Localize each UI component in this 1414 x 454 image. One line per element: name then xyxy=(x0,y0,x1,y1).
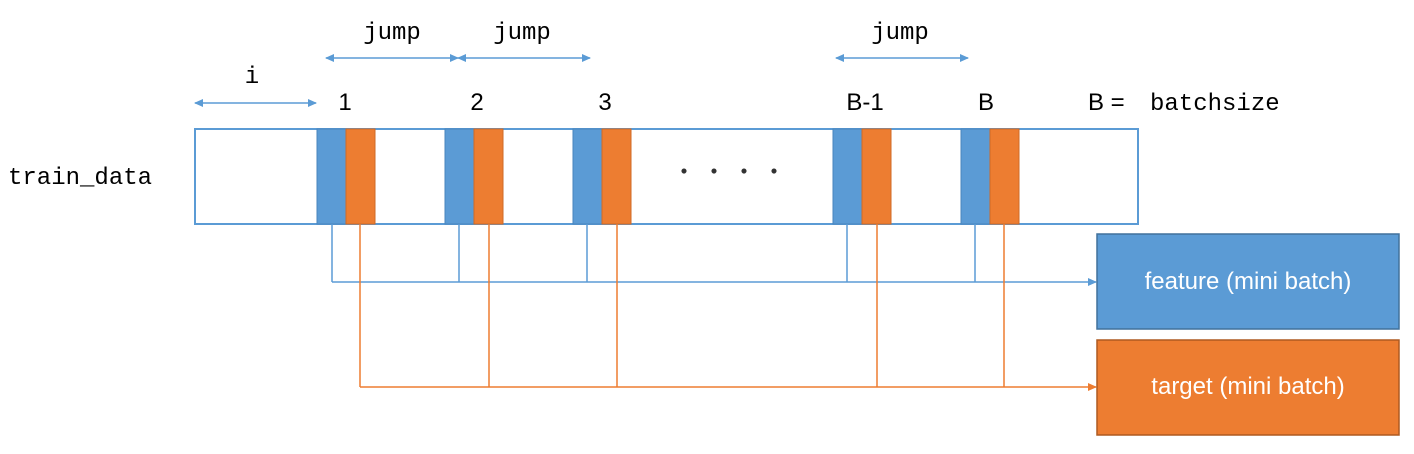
batch-index-b: B xyxy=(978,89,994,116)
batchsize-lhs: B = xyxy=(1088,89,1125,116)
offset-i-label: i xyxy=(245,64,259,91)
target-block-b xyxy=(989,128,1020,225)
feature-block-1 xyxy=(316,128,347,225)
feature-block-b xyxy=(960,128,991,225)
jump-label-1: jump xyxy=(363,20,421,47)
feature-block-3 xyxy=(572,128,603,225)
batchsize-rhs: batchsize xyxy=(1150,91,1280,118)
target-connectors xyxy=(359,224,1097,391)
feature-connectors xyxy=(331,224,1097,286)
batch-blocks xyxy=(316,128,1020,225)
target-block-3 xyxy=(601,128,632,225)
span-arrows xyxy=(194,54,969,107)
target-block-b-1 xyxy=(861,128,892,225)
feature-box-label: feature (mini batch) xyxy=(1145,268,1352,295)
batch-index-b-1: B-1 xyxy=(846,89,883,116)
feature-box xyxy=(1096,233,1400,330)
feature-block-2 xyxy=(444,128,475,225)
batch-index-3: 3 xyxy=(598,89,611,116)
batch-index-1: 1 xyxy=(338,89,351,116)
target-box-label: target (mini batch) xyxy=(1151,373,1344,400)
ellipsis-dots: ・・・・ xyxy=(672,159,792,186)
target-block-1 xyxy=(345,128,376,225)
jump-label-3: jump xyxy=(871,20,929,47)
feature-block-b-1 xyxy=(832,128,863,225)
train-data-bar xyxy=(194,128,1139,225)
target-block-2 xyxy=(473,128,504,225)
target-box xyxy=(1096,339,1400,436)
train-data-label: train_data xyxy=(8,165,152,192)
batch-index-2: 2 xyxy=(470,89,483,116)
jump-label-2: jump xyxy=(493,20,551,47)
